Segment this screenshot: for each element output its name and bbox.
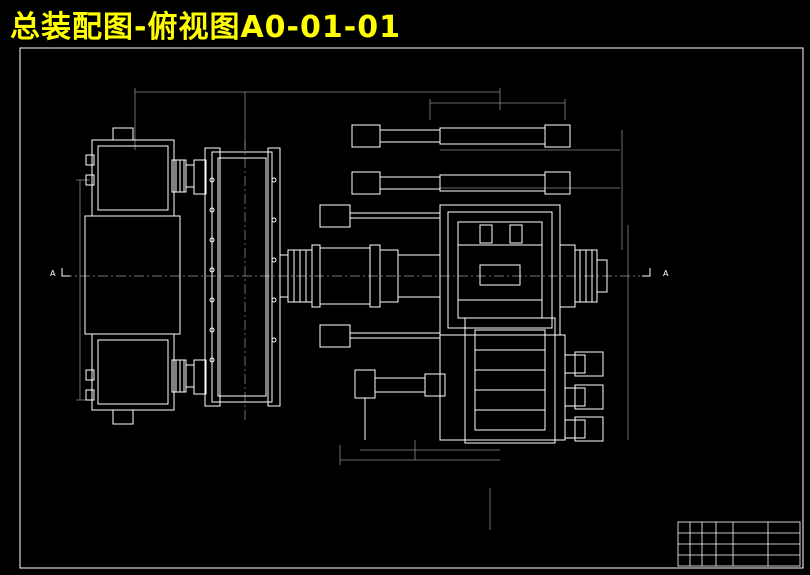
drawing-title: 总装配图-俯视图A0-01-01 [10, 10, 401, 45]
drawing-border [19, 47, 804, 569]
section-arrows [61, 268, 651, 277]
section-marker-left: A [50, 269, 56, 278]
left-gearbox-assembly [84, 127, 441, 425]
dimension-lines [76, 88, 629, 530]
section-marker-right: A [663, 269, 669, 278]
title-block [677, 521, 801, 567]
centerlines [62, 140, 640, 420]
right-mill-assembly [319, 124, 608, 444]
